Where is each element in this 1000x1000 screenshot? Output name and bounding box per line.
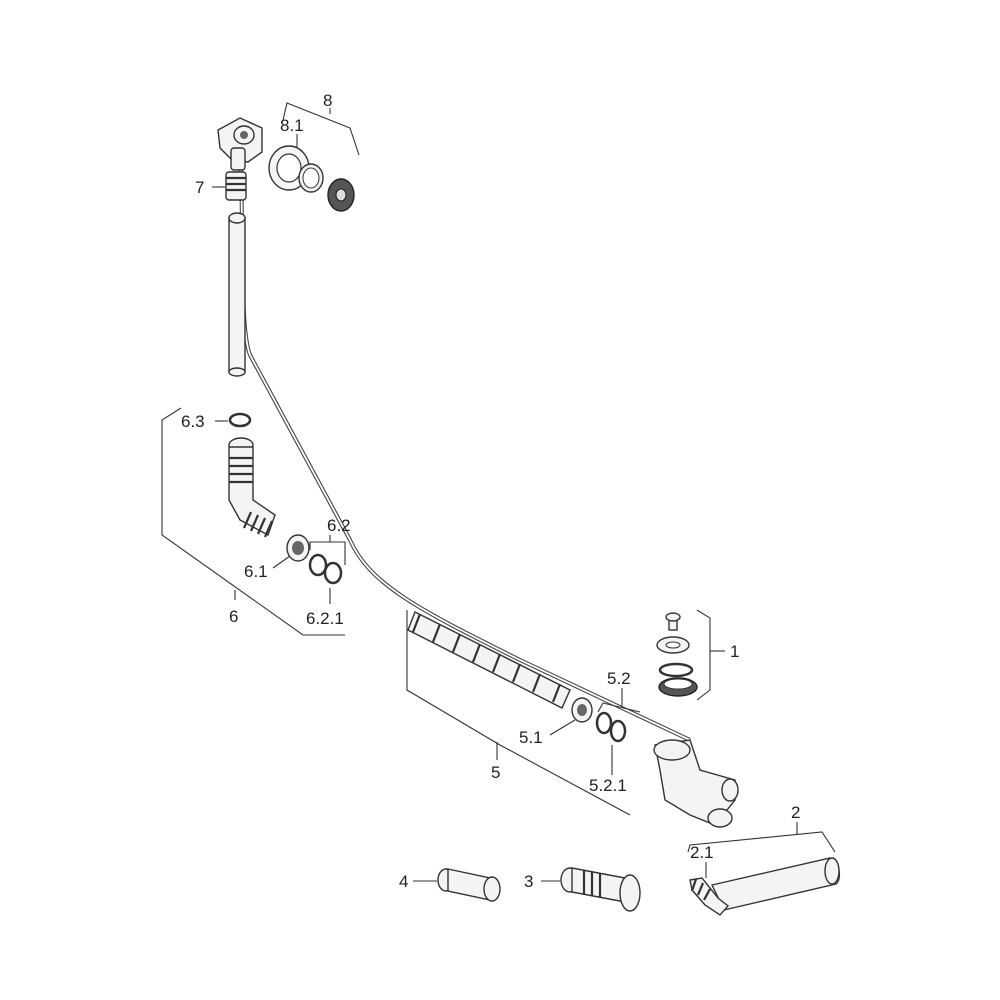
pipe-elbow-part-2-1 xyxy=(689,877,730,916)
washers-part-5-2 xyxy=(595,711,627,743)
drain-body xyxy=(653,739,739,828)
overflow-tube xyxy=(228,212,246,377)
label-3: 3 xyxy=(524,872,533,891)
label-8: 8 xyxy=(323,91,332,110)
label-4: 4 xyxy=(399,872,408,891)
label-6: 6 xyxy=(229,607,238,626)
overflow-elbow-part xyxy=(217,117,263,171)
label-6-3: 6.3 xyxy=(181,412,205,431)
washer-part-6-3 xyxy=(228,412,252,428)
label-6-1: 6.1 xyxy=(244,562,268,581)
label-2-1: 2.1 xyxy=(690,843,714,862)
overflow-rosette-part xyxy=(268,145,355,212)
label-5-1: 5.1 xyxy=(519,728,543,747)
connector-part-4 xyxy=(437,868,501,902)
supply-connector-part-3 xyxy=(560,867,641,912)
label-1: 1 xyxy=(730,642,739,661)
label-5-2-1: 5.2.1 xyxy=(589,776,627,795)
label-6-2: 6.2 xyxy=(327,516,351,535)
corrugated-hose-part xyxy=(407,611,571,709)
corrugated-elbow-part xyxy=(228,437,276,538)
washers-part-6-2 xyxy=(308,553,343,585)
label-6-2-1: 6.2.1 xyxy=(306,609,344,628)
nut-part-5-1 xyxy=(571,697,593,723)
label-7: 7 xyxy=(195,178,204,197)
label-5: 5 xyxy=(491,763,500,782)
nut-part-6-1 xyxy=(286,534,310,562)
label-8-1: 8.1 xyxy=(280,116,304,135)
leader-lines xyxy=(161,102,836,882)
drain-cover-part xyxy=(656,612,698,697)
drain-pipe-part xyxy=(710,857,841,911)
label-5-2: 5.2 xyxy=(607,669,631,688)
coupling-part-7 xyxy=(225,171,247,201)
label-2: 2 xyxy=(791,803,800,822)
